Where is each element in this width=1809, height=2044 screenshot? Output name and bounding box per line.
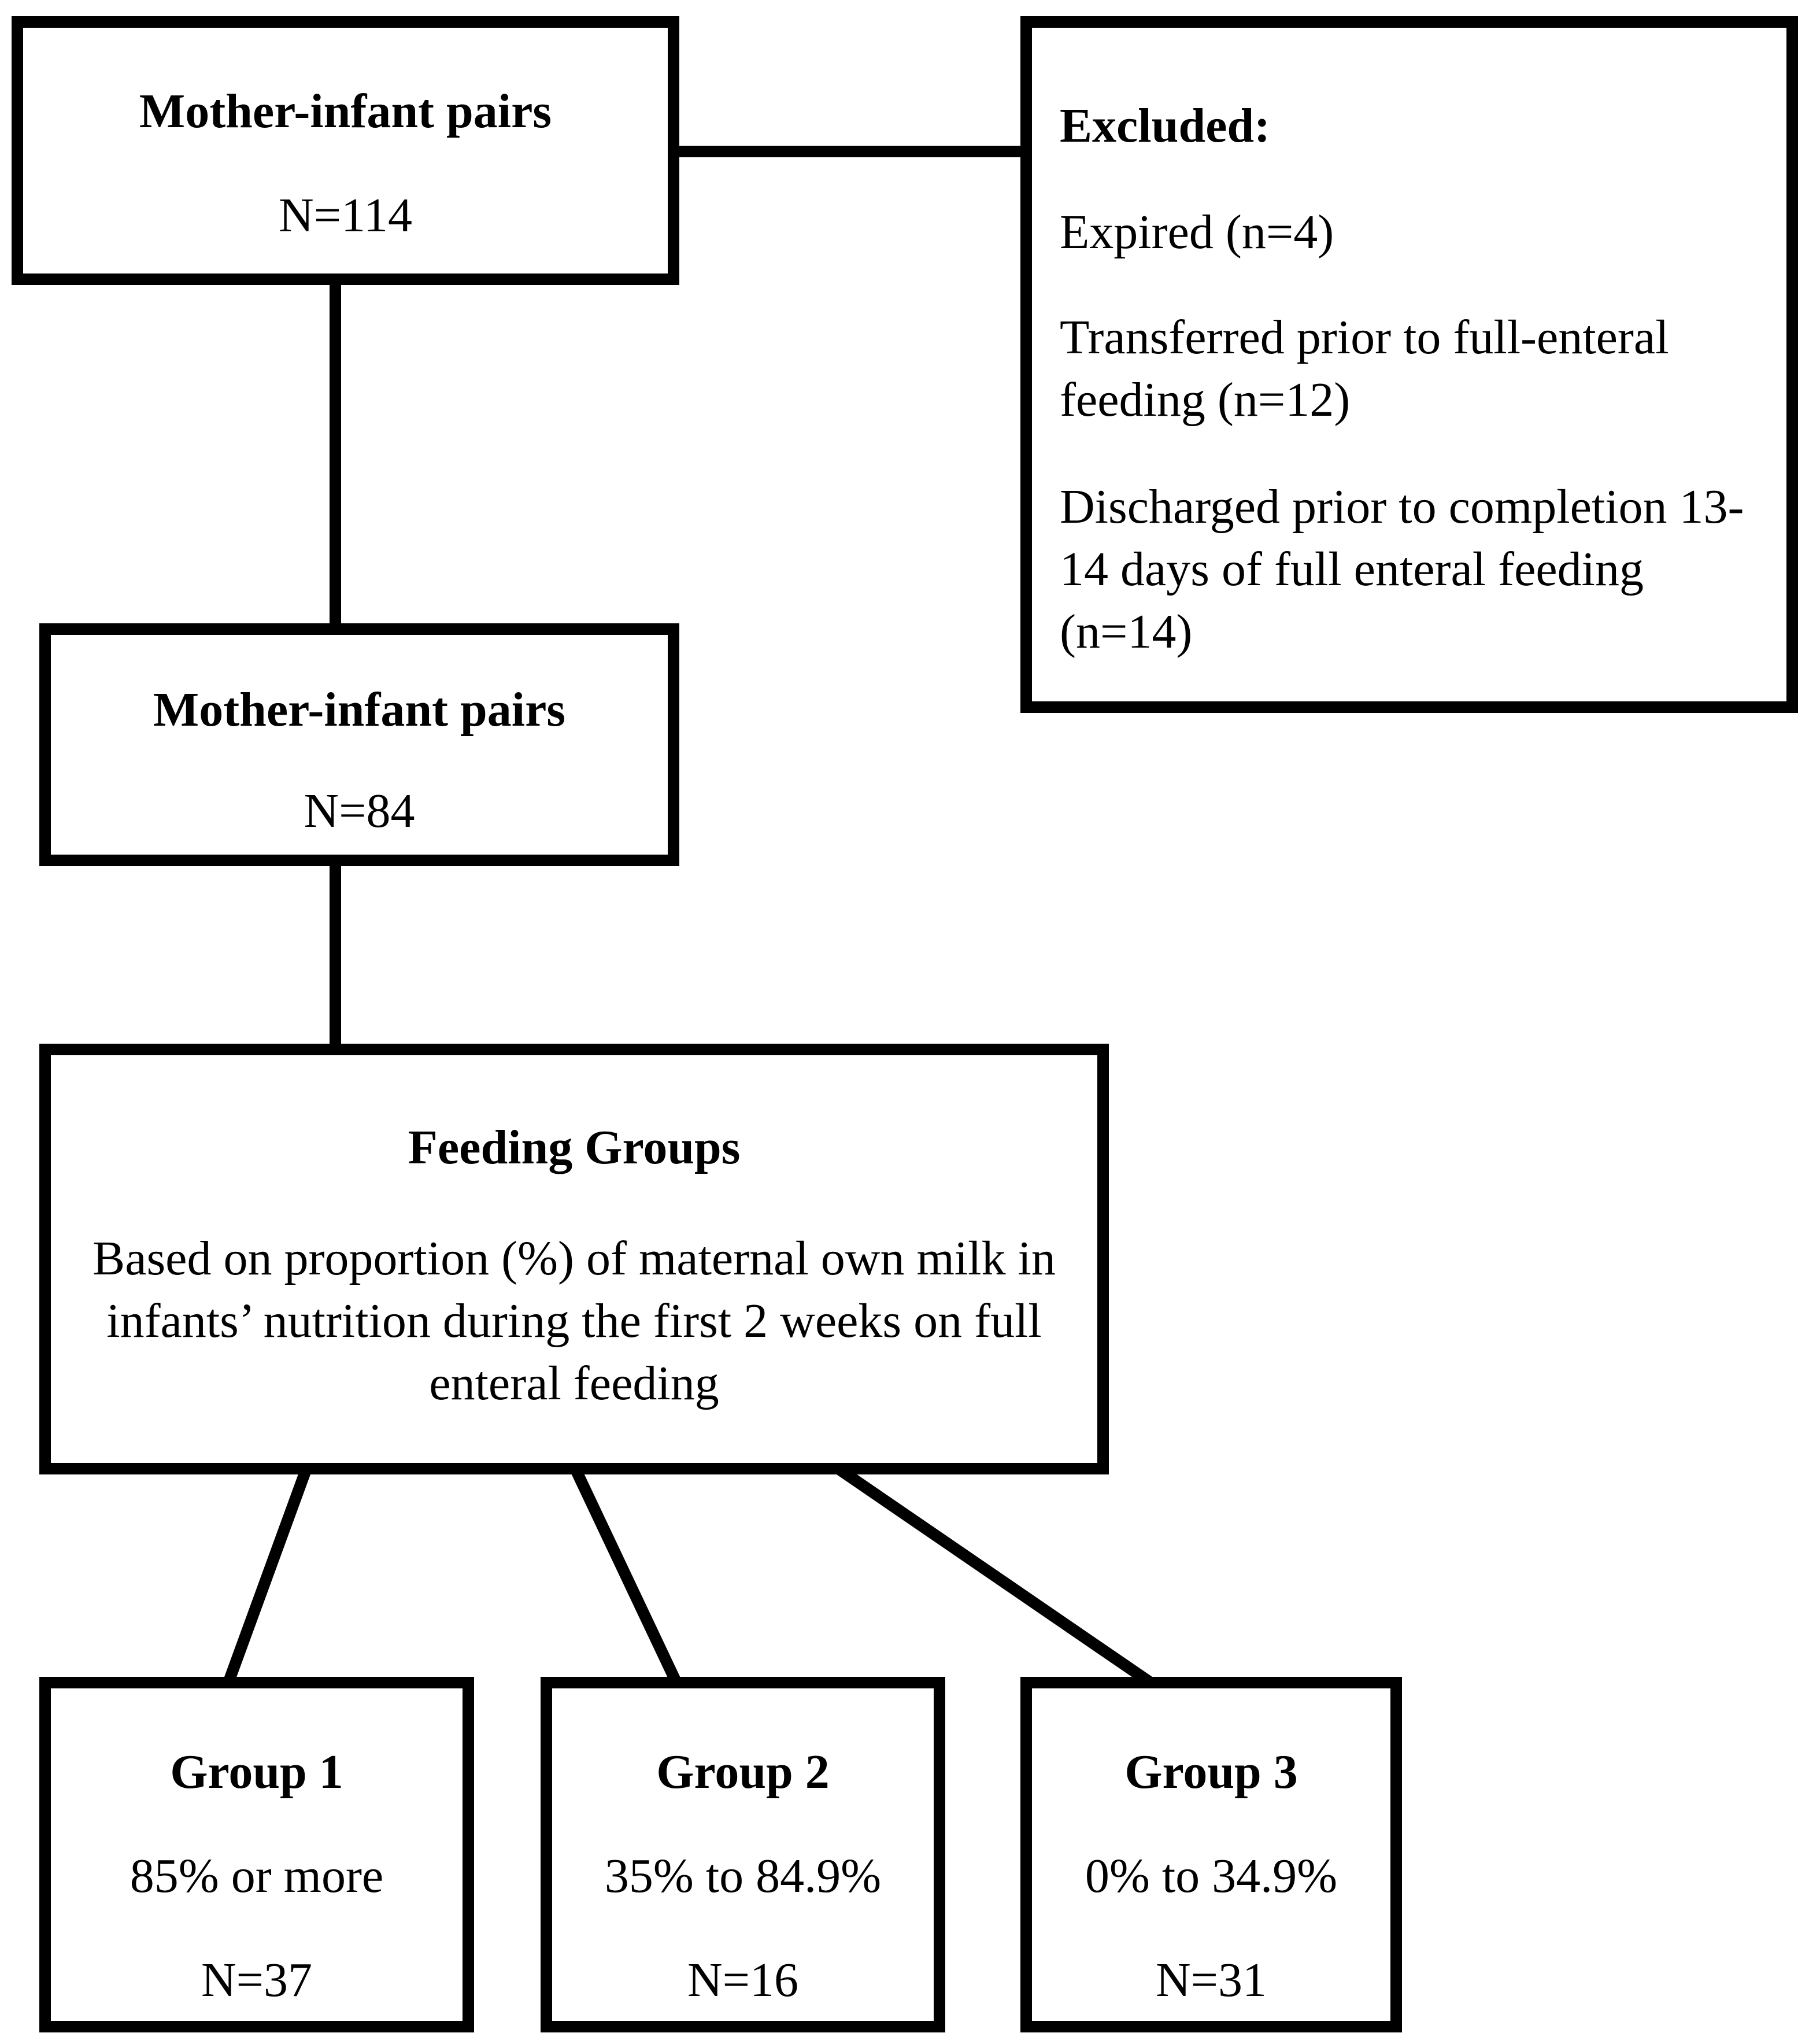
- excluded-reason-transferred: Transferred prior to full-enteral feedin…: [1060, 311, 1669, 427]
- feeding-groups-box: Feeding Groups Based on proportion (%) o…: [39, 1044, 1109, 1474]
- connector-feeding-to-group-3: [835, 1463, 1154, 1688]
- excluded-reason-expired: Expired (n=4): [1060, 205, 1334, 259]
- group-1-box: Group 1 85% or more N=37: [39, 1677, 474, 2032]
- group-1-count: N=37: [201, 1953, 313, 2007]
- retained-title: Mother-infant pairs: [153, 683, 566, 737]
- excluded-reason-discharged: Discharged prior to completion 13-14 day…: [1060, 480, 1744, 659]
- excluded-title: Excluded:: [1060, 99, 1271, 153]
- start-title: Mother-infant pairs: [139, 84, 552, 138]
- group-2-count: N=16: [687, 1953, 799, 2007]
- group-3-count: N=31: [1155, 1953, 1267, 2007]
- excluded-box: Excluded: Expired (n=4) Transferred prio…: [1020, 16, 1798, 713]
- retained-count: N=84: [304, 784, 415, 838]
- group-2-box: Group 2 35% to 84.9% N=16: [541, 1677, 945, 2032]
- group-1-range: 85% or more: [130, 1849, 384, 1903]
- connector-feeding-to-group-1: [223, 1466, 312, 1685]
- start-box: Mother-infant pairs N=114: [12, 16, 679, 285]
- start-count: N=114: [279, 188, 412, 242]
- group-3-box: Group 3 0% to 34.9% N=31: [1020, 1677, 1402, 2032]
- group-3-range: 0% to 34.9%: [1085, 1849, 1338, 1903]
- connector-feeding-to-group-2: [569, 1466, 682, 1686]
- retained-box: Mother-infant pairs N=84: [39, 623, 679, 866]
- feeding-title: Feeding Groups: [408, 1121, 741, 1174]
- group-1-title: Group 1: [170, 1745, 343, 1799]
- group-3-title: Group 3: [1124, 1745, 1298, 1799]
- feeding-description: Based on proportion (%) of maternal own …: [93, 1232, 1056, 1410]
- group-2-title: Group 2: [656, 1745, 830, 1799]
- group-2-range: 35% to 84.9%: [604, 1849, 882, 1903]
